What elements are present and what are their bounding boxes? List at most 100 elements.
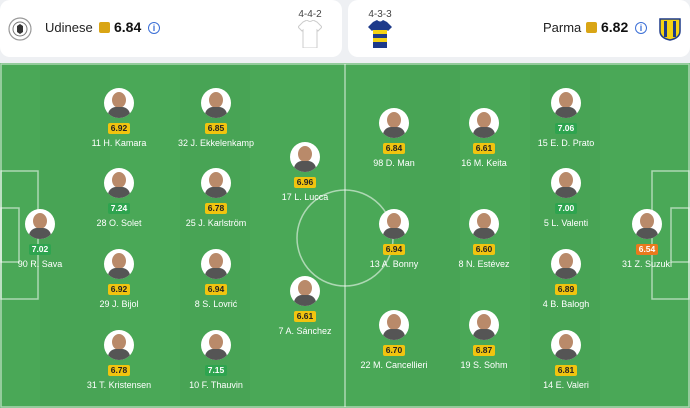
- player-avatar: [290, 142, 320, 172]
- home-player[interactable]: 7.15 10 F. Thauvin: [168, 330, 264, 390]
- away-player[interactable]: 6.87 19 S. Sohm: [436, 310, 532, 370]
- home-formation: 4-4-2: [298, 9, 322, 20]
- player-avatar: [104, 168, 134, 198]
- player-rating-badge: 6.94: [383, 244, 405, 255]
- home-player[interactable]: 6.92 29 J. Bijol: [71, 249, 167, 309]
- player-avatar: [469, 108, 499, 138]
- home-jersey-icon: [298, 20, 322, 48]
- away-player[interactable]: 6.54 31 Z. Suzuki: [599, 209, 690, 269]
- player-name: 31 Z. Suzuki: [621, 259, 673, 269]
- player-name: 16 M. Keita: [461, 158, 507, 168]
- home-team-name[interactable]: Udinese: [45, 20, 93, 35]
- home-player[interactable]: 6.61 7 A. Sánchez: [257, 276, 353, 336]
- rating-square-icon: [586, 22, 597, 33]
- player-name: 8 N. Estévez: [458, 259, 510, 269]
- player-avatar: [379, 310, 409, 340]
- player-avatar: [551, 88, 581, 118]
- player-avatar: [551, 168, 581, 198]
- player-rating-badge: 6.84: [383, 143, 405, 154]
- player-rating-badge: 7.24: [108, 203, 130, 214]
- player-name: 90 R. Sava: [17, 259, 63, 269]
- player-rating-badge: 6.94: [205, 284, 227, 295]
- player-name: 15 E. D. Prato: [537, 138, 595, 148]
- player-name: 28 O. Solet: [96, 218, 142, 228]
- player-name: 31 T. Kristensen: [86, 380, 152, 390]
- home-player[interactable]: 6.85 32 J. Ekkelenkamp: [168, 88, 264, 148]
- player-rating-badge: 6.70: [383, 345, 405, 356]
- player-name: 19 S. Sohm: [460, 360, 508, 370]
- player-name: 29 J. Bijol: [99, 299, 139, 309]
- player-rating-badge: 6.87: [473, 345, 495, 356]
- player-avatar: [632, 209, 662, 239]
- info-icon[interactable]: i: [635, 22, 647, 34]
- away-player[interactable]: 6.81 14 E. Valeri: [518, 330, 614, 390]
- rating-square-icon: [99, 22, 110, 33]
- away-player[interactable]: 6.94 13 A. Bonny: [346, 209, 442, 269]
- home-player[interactable]: 6.78 31 T. Kristensen: [71, 330, 167, 390]
- player-rating-badge: 6.61: [473, 143, 495, 154]
- player-name: 5 L. Valenti: [543, 218, 589, 228]
- player-name: 22 M. Cancellieri: [360, 360, 428, 370]
- player-name: 25 J. Karlström: [185, 218, 247, 228]
- away-player[interactable]: 6.70 22 M. Cancellieri: [346, 310, 442, 370]
- player-avatar: [104, 330, 134, 360]
- player-name: 13 A. Bonny: [369, 259, 419, 269]
- away-player[interactable]: 6.61 16 M. Keita: [436, 108, 532, 168]
- player-rating-badge: 6.61: [294, 311, 316, 322]
- info-icon[interactable]: i: [148, 22, 160, 34]
- player-rating-badge: 6.78: [205, 203, 227, 214]
- player-rating-badge: 7.00: [555, 203, 577, 214]
- home-player[interactable]: 7.24 28 O. Solet: [71, 168, 167, 228]
- player-name: 8 S. Lovrić: [194, 299, 238, 309]
- player-avatar: [25, 209, 55, 239]
- away-formation: 4-3-3: [368, 9, 392, 20]
- player-rating-badge: 6.54: [636, 244, 658, 255]
- player-avatar: [469, 310, 499, 340]
- away-team-header: 4-3-3 Parma 6.82 i: [348, 0, 690, 57]
- player-rating-badge: 6.92: [108, 284, 130, 295]
- player-rating-badge: 6.89: [555, 284, 577, 295]
- away-player[interactable]: 6.84 98 D. Man: [346, 108, 442, 168]
- away-team-name[interactable]: Parma: [543, 20, 582, 35]
- player-name: 14 E. Valeri: [543, 380, 589, 390]
- player-rating-badge: 7.02: [29, 244, 51, 255]
- player-name: 32 J. Ekkelenkamp: [177, 138, 255, 148]
- player-avatar: [201, 88, 231, 118]
- away-player[interactable]: 7.06 15 E. D. Prato: [518, 88, 614, 148]
- home-player[interactable]: 6.94 8 S. Lovrić: [168, 249, 264, 309]
- player-avatar: [379, 209, 409, 239]
- home-player[interactable]: 6.96 17 L. Lucca: [257, 142, 353, 202]
- home-player[interactable]: 6.78 25 J. Karlström: [168, 168, 264, 228]
- player-name: 11 H. Kamara: [91, 138, 147, 148]
- home-player[interactable]: 7.02 90 R. Sava: [0, 209, 88, 269]
- player-avatar: [551, 330, 581, 360]
- player-rating-badge: 6.85: [205, 123, 227, 134]
- home-team-header: Udinese 6.84 i 4-4-2: [0, 0, 342, 57]
- player-rating-badge: 6.81: [555, 365, 577, 376]
- player-name: 17 L. Lucca: [281, 192, 329, 202]
- player-name: 4 B. Balogh: [542, 299, 590, 309]
- player-rating-badge: 7.15: [205, 365, 227, 376]
- pitch-lines: [0, 63, 690, 408]
- player-avatar: [104, 249, 134, 279]
- away-player[interactable]: 6.89 4 B. Balogh: [518, 249, 614, 309]
- player-avatar: [104, 88, 134, 118]
- player-name: 10 F. Thauvin: [189, 380, 243, 390]
- parma-crest-icon: [659, 18, 681, 41]
- away-jersey-icon: [368, 20, 392, 48]
- player-avatar: [290, 276, 320, 306]
- player-avatar: [551, 249, 581, 279]
- player-rating-badge: 6.78: [108, 365, 130, 376]
- player-rating-badge: 6.96: [294, 177, 316, 188]
- player-name: 7 A. Sánchez: [278, 326, 332, 336]
- player-avatar: [201, 168, 231, 198]
- player-name: 98 D. Man: [373, 158, 415, 168]
- player-rating-badge: 7.06: [555, 123, 577, 134]
- home-team-rating: 6.84: [114, 19, 142, 35]
- player-avatar: [469, 209, 499, 239]
- player-avatar: [201, 249, 231, 279]
- away-player[interactable]: 7.00 5 L. Valenti: [518, 168, 614, 228]
